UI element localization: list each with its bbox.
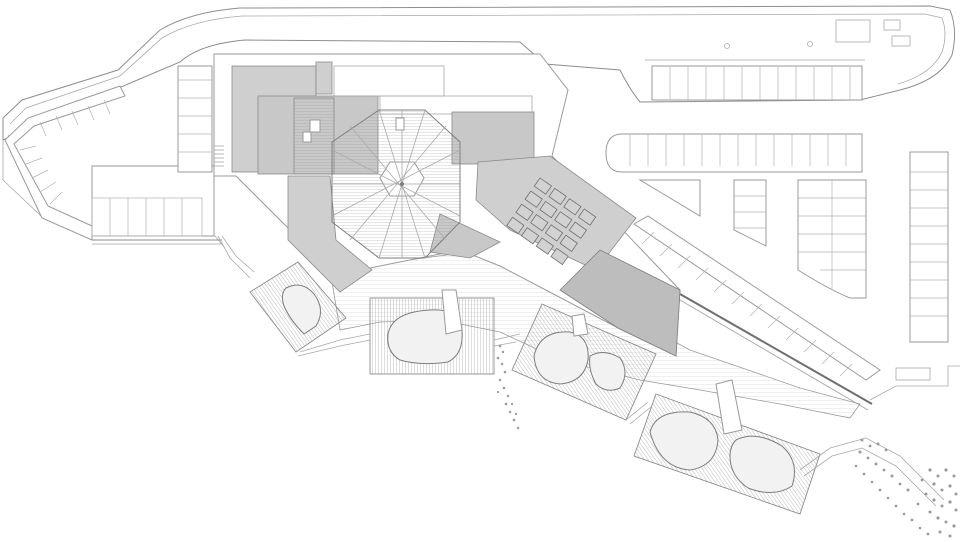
parking-lot (605, 19, 960, 411)
curved-access-road (4, 85, 222, 245)
pool-pavilions (249, 261, 821, 515)
footpath (217, 235, 945, 507)
pool-pavilion-4 (633, 379, 821, 515)
pool-pavilion-2 (369, 289, 495, 375)
pool-pavilion-3 (511, 303, 657, 421)
pool-pavilion-1 (249, 261, 347, 353)
octagonal-roof (331, 109, 461, 259)
parking-strip-west (177, 65, 213, 173)
rooftop-solar-panels (506, 177, 597, 266)
rock-outcrop (496, 344, 958, 538)
entrance-steps (214, 145, 224, 167)
